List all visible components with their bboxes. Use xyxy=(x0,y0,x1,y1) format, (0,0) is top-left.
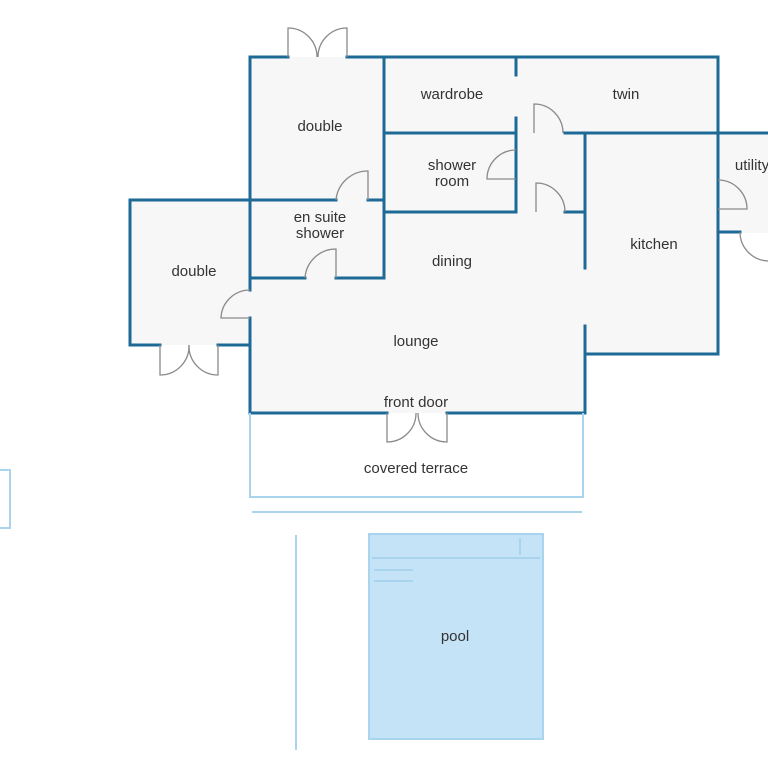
room-labels: double wardrobe twin shower room utility… xyxy=(171,86,768,645)
label-utility: utility xyxy=(735,157,768,174)
label-shower-room-2: room xyxy=(435,173,469,190)
label-dining: dining xyxy=(432,253,472,270)
label-front-door: front door xyxy=(384,394,448,411)
walls xyxy=(128,55,768,415)
exterior xyxy=(0,413,584,750)
doors xyxy=(159,27,768,443)
label-en-suite-2: shower xyxy=(296,225,344,242)
pool xyxy=(368,533,544,740)
label-lounge: lounge xyxy=(393,333,438,350)
room-fills xyxy=(130,57,768,413)
label-kitchen: kitchen xyxy=(630,236,678,253)
label-pool: pool xyxy=(441,628,469,645)
label-shower-room-1: shower xyxy=(428,157,476,174)
label-double-top: double xyxy=(297,118,342,135)
label-twin: twin xyxy=(613,86,640,103)
label-en-suite-1: en suite xyxy=(294,209,347,226)
label-wardrobe: wardrobe xyxy=(420,86,484,103)
label-double-left: double xyxy=(171,263,216,280)
label-covered-terrace: covered terrace xyxy=(364,460,468,477)
